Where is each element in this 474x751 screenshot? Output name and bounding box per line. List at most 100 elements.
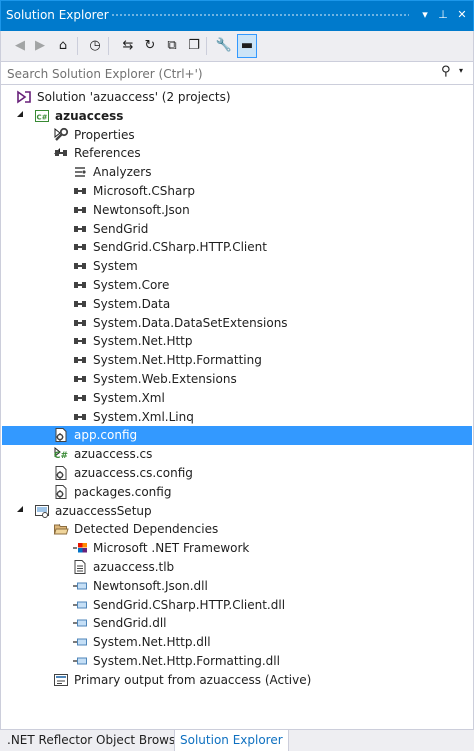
tree-item[interactable]: System.Data — [2, 295, 472, 314]
config-file-icon — [53, 427, 69, 443]
reference-icon — [72, 239, 88, 255]
tree-item[interactable]: app.config — [2, 426, 472, 446]
dll-dependency-icon — [72, 597, 88, 613]
tree-item-label: System.Core — [93, 278, 170, 292]
reference-icon — [72, 390, 88, 406]
tree-item-label: System.Data — [93, 296, 171, 311]
sync-with-document-icon[interactable]: ⇆ — [122, 38, 134, 53]
svg-text:C#: C# — [36, 113, 47, 121]
primary-output-icon — [53, 672, 69, 688]
toolbar-separator — [77, 37, 78, 55]
tree-item-label: Properties — [74, 127, 135, 142]
title-bar: Solution Explorer ▾ ⊥ ✕ — [0, 0, 474, 31]
solution-tree: Solution 'azuaccess' (2 projects)C#azuac… — [0, 85, 474, 729]
tree-item[interactable]: System.Net.Http.dll — [2, 633, 472, 652]
window-dropdown-icon[interactable]: ▾ — [422, 8, 428, 21]
tree-item-label: System.Xml — [93, 390, 165, 405]
tree-item[interactable]: SendGrid.dll — [2, 614, 472, 633]
home-icon[interactable]: ⌂ — [58, 38, 68, 53]
collapse-all-icon[interactable]: ⧉ — [167, 38, 177, 53]
tree-item[interactable]: azuaccessSetup — [2, 502, 472, 521]
tree-item[interactable]: System.Net.Http.Formatting — [2, 351, 472, 370]
tree-item[interactable]: Microsoft.CSharp — [2, 182, 472, 201]
close-icon[interactable]: ✕ — [457, 8, 467, 21]
tree-item[interactable]: azuaccess.tlb — [2, 558, 472, 577]
tree-item[interactable]: Analyzers — [2, 163, 472, 182]
forward-icon[interactable]: ▶ — [35, 38, 45, 53]
reference-icon — [72, 409, 88, 425]
config-file-icon — [53, 484, 69, 500]
toolbar-separator — [206, 37, 207, 55]
show-all-files-icon[interactable]: ❐ — [188, 38, 200, 53]
tree-item-label: Analyzers — [93, 165, 152, 180]
dll-dependency-icon — [72, 653, 88, 669]
tree-item[interactable]: Newtonsoft.Json.dll — [2, 577, 472, 596]
tree-item-label: System.Web.Extensions — [93, 372, 237, 386]
tree-item-label: packages.config — [74, 484, 172, 499]
tree-item[interactable]: SendGrid.CSharp.HTTP.Client — [2, 238, 472, 257]
tree-item[interactable]: Newtonsoft.Json — [2, 201, 472, 220]
tree-item[interactable]: System.Web.Extensions — [2, 370, 472, 389]
tree-item-label: SendGrid.CSharp.HTTP.Client.dll — [93, 597, 286, 612]
toolbar-separator — [108, 37, 109, 55]
tab-reflector-object-browser[interactable]: .NET Reflector Object Browser — [7, 733, 188, 747]
folder-open-icon — [53, 521, 69, 537]
search-options-chevron-icon[interactable]: ▾ — [459, 66, 464, 75]
references-icon — [53, 145, 69, 161]
reference-icon — [72, 258, 88, 274]
tree-item[interactable]: azuaccess.cs.config — [2, 464, 472, 483]
framework-dependency-icon — [72, 540, 88, 556]
refresh-icon[interactable]: ↻ — [144, 38, 156, 53]
collapsed-arrow-icon[interactable] — [51, 127, 63, 142]
tree-item-label: System.Data.DataSetExtensions — [93, 315, 288, 330]
reference-icon — [72, 277, 88, 293]
tree-item[interactable]: packages.config — [2, 483, 472, 502]
tree-item-label: SendGrid.dll — [93, 616, 167, 631]
search-icon[interactable]: ⚲ — [441, 64, 451, 79]
reference-icon — [72, 221, 88, 237]
dll-dependency-icon — [72, 578, 88, 594]
tree-item[interactable]: References — [2, 144, 472, 163]
config-file-icon — [53, 465, 69, 481]
wrench-icon — [53, 127, 69, 143]
tree-item[interactable]: Solution 'azuaccess' (2 projects) — [2, 88, 472, 107]
analyzers-icon — [72, 164, 88, 180]
tree-item[interactable]: SendGrid.CSharp.HTTP.Client.dll — [2, 596, 472, 615]
properties-wrench-icon[interactable]: 🔧 — [215, 38, 233, 53]
tree-item-label: References — [74, 146, 141, 161]
tree-item[interactable]: System.Data.DataSetExtensions — [2, 314, 472, 333]
search-bar: ⚲ ▾ — [0, 61, 474, 85]
tree-item[interactable]: C#azuaccess — [2, 107, 472, 126]
csharp-file-icon: C# — [53, 446, 69, 462]
reference-icon — [72, 202, 88, 218]
expanded-arrow-icon[interactable] — [14, 109, 26, 123]
tree-item-label: Newtonsoft.Json — [93, 202, 190, 217]
tree-item[interactable]: System — [2, 257, 472, 276]
setup-project-icon — [34, 503, 50, 519]
pending-changes-filter-icon[interactable]: ◷ — [89, 38, 101, 53]
search-input[interactable] — [5, 64, 429, 84]
tree-item-label: System.Net.Http.Formatting.dll — [93, 654, 280, 668]
back-icon[interactable]: ◀ — [15, 38, 25, 53]
expanded-arrow-icon[interactable] — [14, 504, 26, 518]
tree-item[interactable]: Properties — [2, 126, 472, 145]
tree-item[interactable]: System.Xml — [2, 389, 472, 408]
tree-item-label: SendGrid — [93, 221, 149, 236]
tree-item[interactable]: System.Core — [2, 276, 472, 295]
tree-item[interactable]: Microsoft .NET Framework — [2, 539, 472, 558]
tab-solution-explorer[interactable]: Solution Explorer — [174, 730, 289, 751]
tree-item[interactable]: System.Net.Http.Formatting.dll — [2, 652, 472, 671]
preview-selected-icon[interactable]: ▬ — [237, 34, 257, 58]
pin-icon[interactable]: ⊥ — [438, 8, 448, 21]
collapsed-arrow-icon[interactable] — [51, 447, 63, 461]
tree-item[interactable]: SendGrid — [2, 220, 472, 239]
tree-item-label: Detected Dependencies — [74, 522, 219, 537]
tree-item[interactable]: C#azuaccess.cs — [2, 445, 472, 464]
tree-item-label: System.Net.Http.Formatting — [93, 353, 262, 368]
tree-item[interactable]: Primary output from azuaccess (Active) — [2, 671, 472, 690]
reference-icon — [72, 296, 88, 312]
tree-item[interactable]: Detected Dependencies — [2, 520, 472, 539]
tree-item[interactable]: System.Net.Http — [2, 332, 472, 351]
tree-item[interactable]: System.Xml.Linq — [2, 408, 472, 427]
